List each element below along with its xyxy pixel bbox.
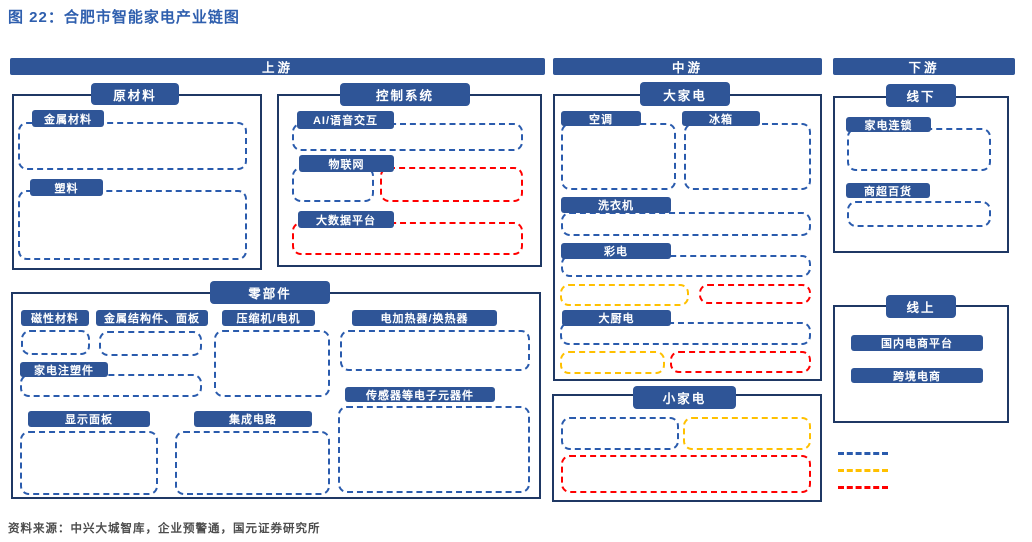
box-small-appliances-red	[561, 455, 811, 493]
tag-color-tv: 彩电	[561, 243, 671, 259]
tag-sensors-electronics: 传感器等电子元器件	[345, 387, 495, 402]
box-washing-machine	[561, 212, 811, 236]
box-color-tv-yellow	[560, 284, 689, 306]
box-iot-red	[380, 167, 523, 202]
column-bar-upstream: 上游	[10, 58, 545, 75]
section-title-raw-materials: 原材料	[91, 83, 179, 105]
tag-appliance-chain-stores: 家电连锁	[846, 117, 931, 132]
box-metal-structural-parts	[99, 331, 202, 356]
box-ai-voice	[292, 123, 523, 151]
tag-injection-parts: 家电注塑件	[20, 362, 108, 377]
section-title-components: 零部件	[210, 281, 330, 304]
box-color-tv-red	[699, 284, 811, 304]
tag-plastic: 塑料	[30, 179, 103, 196]
box-kitchen-appliance-blue	[560, 322, 811, 345]
column-bar-downstream: 下游	[833, 58, 1015, 75]
box-plastic	[18, 190, 247, 260]
section-title-control-system: 控制系统	[340, 83, 470, 106]
tag-washing-machine: 洗衣机	[561, 197, 671, 213]
box-sensors-electronics	[338, 406, 530, 493]
box-metal-materials	[18, 122, 247, 170]
tag-compressor-motor: 压缩机/电机	[222, 310, 315, 326]
box-refrigerator	[684, 123, 811, 190]
section-title-offline: 线下	[886, 84, 956, 107]
panel-online	[833, 305, 1009, 423]
legend-red-dashed-line	[838, 486, 888, 489]
box-small-appliances-blue	[561, 417, 679, 450]
tag-magnetic-materials: 磁性材料	[21, 310, 89, 326]
tag-iot: 物联网	[299, 155, 394, 172]
tag-crossborder-ecommerce: 跨境电商	[851, 368, 983, 383]
tag-air-conditioner: 空调	[561, 111, 641, 126]
box-appliance-chain-stores	[847, 128, 991, 171]
box-bigdata-red	[292, 222, 523, 255]
box-magnetic-materials	[21, 330, 90, 355]
box-kitchen-appliance-red	[670, 351, 811, 373]
tag-integrated-circuit: 集成电路	[194, 411, 312, 427]
section-title-small-appliances: 小家电	[633, 386, 736, 409]
box-iot-blue	[292, 167, 374, 202]
box-integrated-circuit	[175, 431, 330, 495]
legend-blue-dashed-line	[838, 452, 888, 455]
tag-metal-structural-parts: 金属结构件、面板	[96, 310, 208, 326]
box-kitchen-appliance-yellow	[560, 351, 665, 374]
box-supermarkets	[847, 201, 991, 227]
box-injection-parts	[20, 374, 202, 397]
box-air-conditioner	[561, 123, 676, 190]
tag-ai-voice: AI/语音交互	[297, 111, 394, 129]
tag-metal-materials: 金属材料	[32, 110, 104, 127]
tag-domestic-ecommerce: 国内电商平台	[851, 335, 983, 351]
tag-bigdata: 大数据平台	[298, 211, 394, 228]
source-note: 资料来源：中兴大城智库，企业预警通，国元证券研究所	[8, 523, 321, 535]
tag-heater-exchanger: 电加热器/换热器	[352, 310, 497, 326]
box-compressor-motor	[214, 330, 330, 397]
tag-supermarkets: 商超百货	[846, 183, 930, 198]
legend-yellow-dashed-line	[838, 469, 888, 472]
box-heater-exchanger	[340, 330, 530, 371]
section-title-online: 线上	[886, 295, 956, 318]
tag-kitchen-appliance: 大厨电	[562, 310, 671, 326]
box-display-panel	[20, 431, 158, 495]
box-color-tv-blue	[561, 255, 811, 277]
tag-display-panel: 显示面板	[28, 411, 150, 427]
section-title-major-appliances: 大家电	[640, 82, 730, 106]
column-bar-midstream: 中游	[553, 58, 822, 75]
box-small-appliances-yellow	[683, 417, 811, 450]
figure-title: 图 22：合肥市智能家电产业链图	[8, 9, 240, 26]
tag-refrigerator: 冰箱	[682, 111, 760, 126]
